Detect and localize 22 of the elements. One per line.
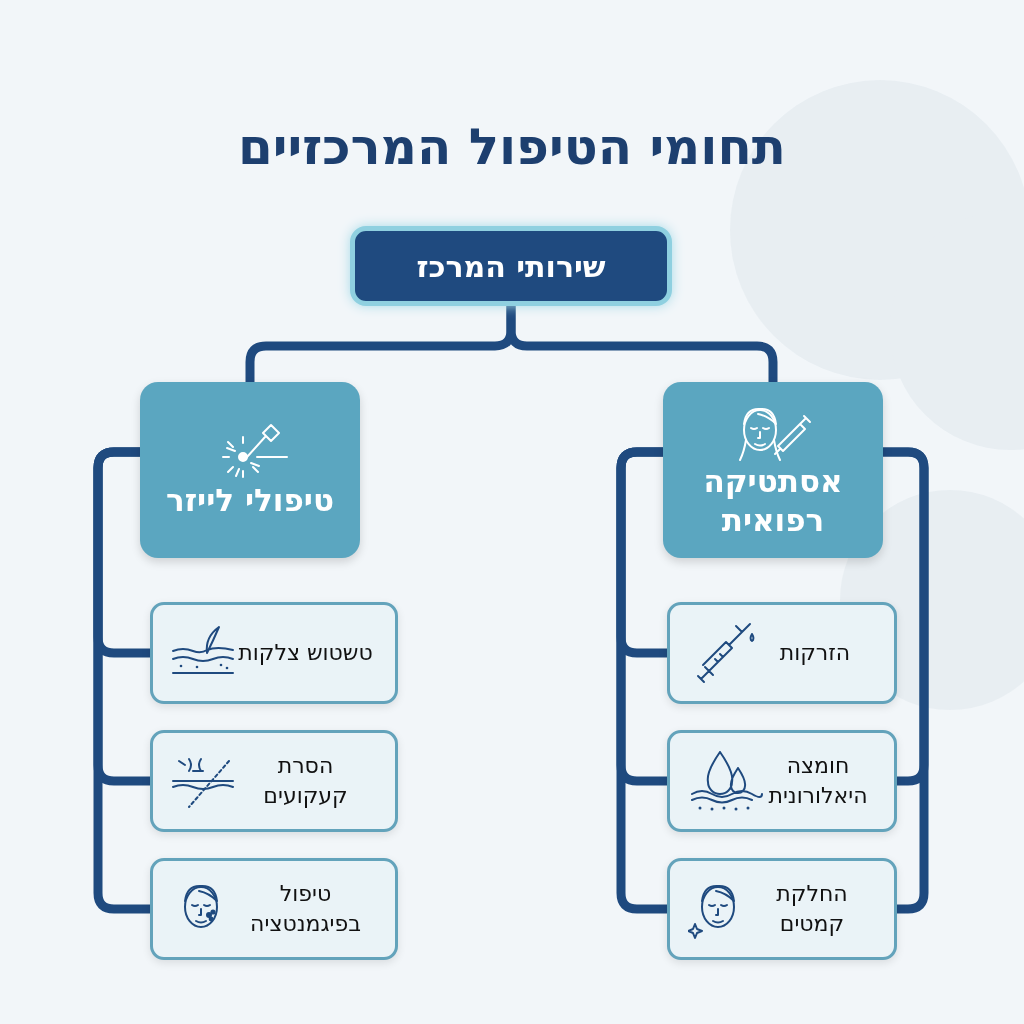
service-header-box [350,226,672,306]
service-label: הסרת קעקועים [262,752,349,810]
title: תחומי הטיפול המרכזיים [237,118,787,176]
header-label: שירותי המרכז [416,248,606,284]
service-label: החלקת קמטים [775,880,849,938]
service-box [150,858,398,960]
service-label: טשטוש צלקות [238,639,373,668]
service-label: אסתטיקה רפואית [702,462,844,540]
connector-line [883,447,929,914]
service-label: חומצה היאלורונית [767,752,869,810]
service-box [667,858,897,960]
service-box [667,730,897,832]
service-box [150,602,398,704]
category-box [663,382,883,558]
service-label: טיפולי לייזר [165,480,335,520]
service-box [667,602,897,704]
connector-line [616,447,667,914]
service-label: הזרקות [778,639,852,668]
service-box [150,730,398,832]
connector-line [93,447,150,914]
service-label: טיפול בפיגמנטציה [249,880,362,938]
category-box [140,382,360,558]
